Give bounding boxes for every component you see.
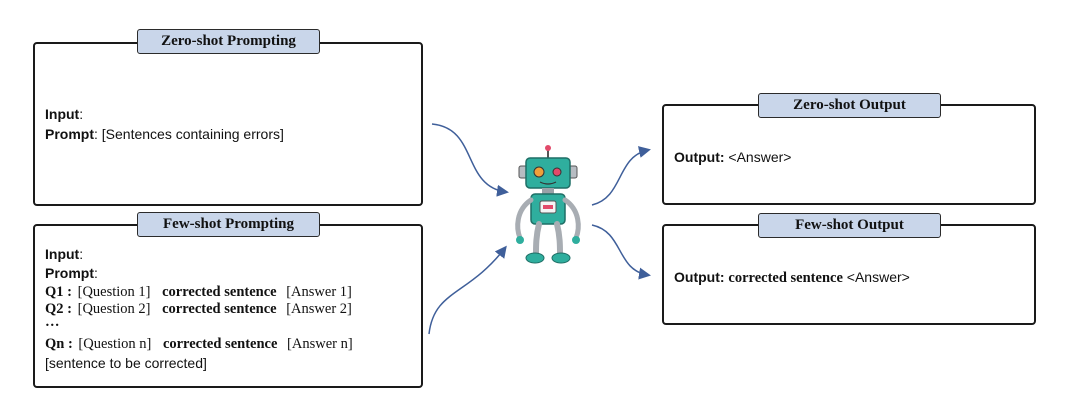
arrow-zero-prompt-to-robot: [431, 123, 509, 197]
zero-shot-prompting-title: Zero-shot Prompting: [137, 29, 320, 54]
prompt-text: [Sentences containing errors]: [101, 126, 284, 142]
prompt-label: Prompt: [45, 126, 94, 142]
zero-output-line: Output: <Answer>: [674, 149, 792, 165]
few-shot-prompting-box: Input: Prompt: Q1 : [Question 1] correct…: [33, 224, 423, 388]
zero-prompt-line: Prompt: [Sentences containing errors]: [45, 126, 284, 142]
few-output-line: Output: corrected sentence <Answer>: [674, 269, 910, 286]
input-label: Input: [45, 106, 80, 122]
example-row-n: Qn : [Question n] corrected sentence [An…: [45, 336, 353, 352]
zero-shot-output-title: Zero-shot Output: [758, 93, 941, 118]
zero-input-line: Input:: [45, 106, 84, 122]
example-row-2: Q2 : [Question 2] corrected sentence [An…: [45, 301, 352, 317]
robot-icon: [515, 145, 581, 264]
ellipsis: …: [45, 314, 60, 330]
few-shot-output-title: Few-shot Output: [758, 213, 941, 238]
sentence-to-correct: [sentence to be corrected]: [45, 355, 207, 371]
few-input-line: Input:: [45, 246, 84, 262]
arrow-robot-to-zero-output: [591, 146, 651, 206]
zero-shot-prompting-box: Input: Prompt: [Sentences containing err…: [33, 42, 423, 206]
few-shot-output-box: Output: corrected sentence <Answer>: [662, 224, 1036, 325]
few-shot-prompting-title: Few-shot Prompting: [137, 212, 320, 237]
arrow-robot-to-few-output: [591, 224, 651, 280]
few-prompt-line: Prompt:: [45, 265, 98, 281]
arrow-few-prompt-to-robot: [428, 245, 507, 335]
example-row-1: Q1 : [Question 1] corrected sentence [An…: [45, 284, 352, 300]
